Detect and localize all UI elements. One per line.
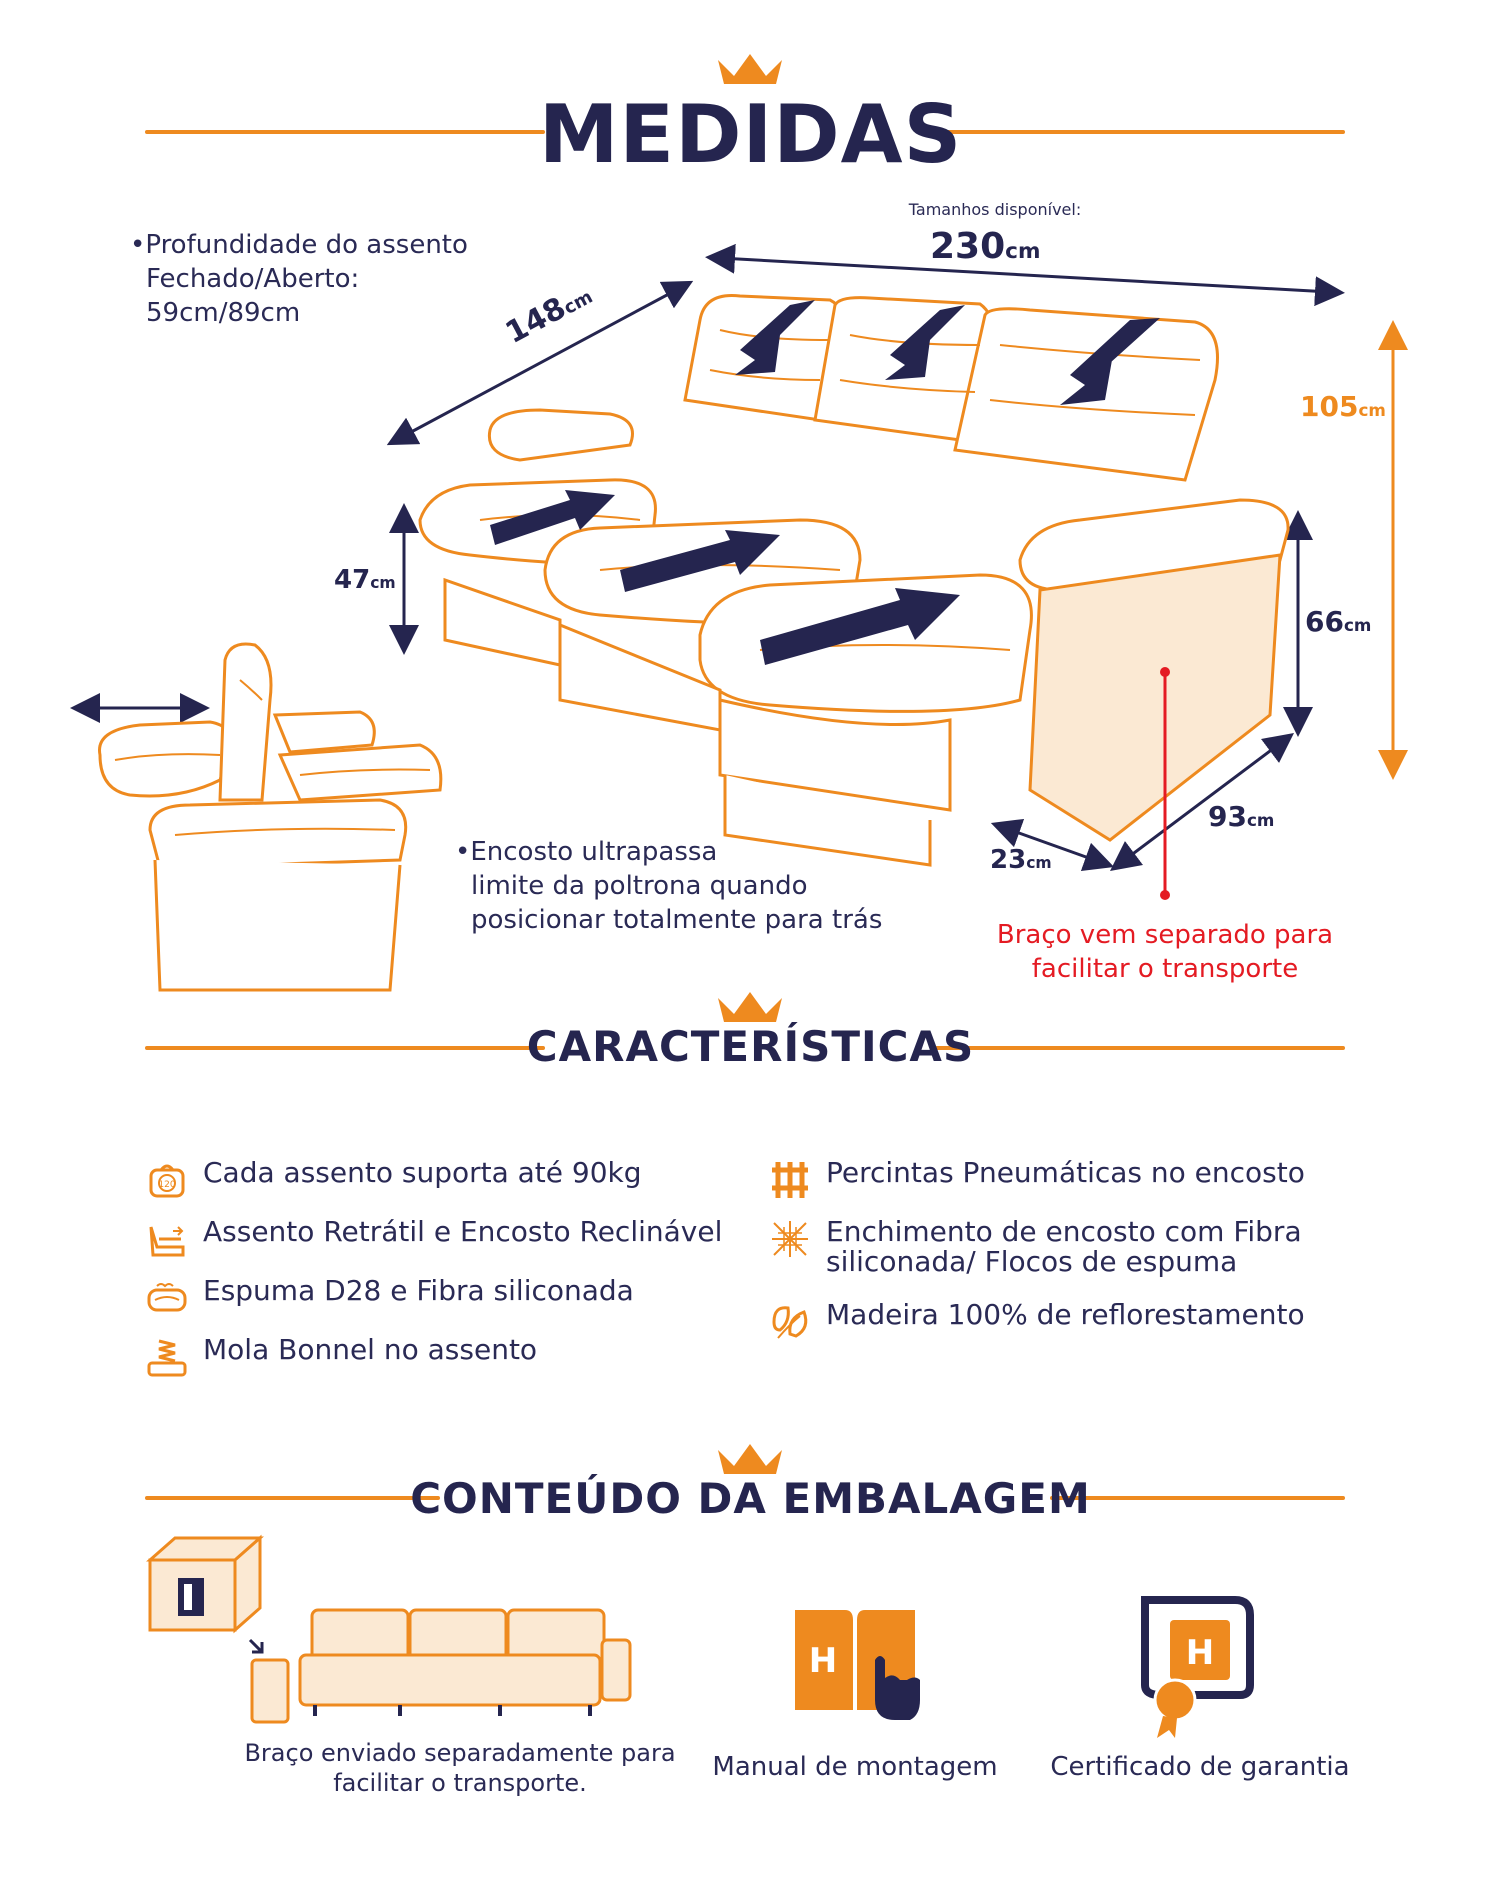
arm-height-unit: cm: [1343, 615, 1372, 635]
arm-note-dot-bottom: [1160, 890, 1170, 900]
leaf-icon: [772, 1306, 808, 1339]
feature-item: Percintas Pneumáticas no encosto: [768, 1158, 1305, 1202]
recliner-icon: [149, 1226, 185, 1257]
arm-depth-arrow: [1110, 733, 1294, 871]
package-item-arm-line1: Braço enviado separadamente para: [244, 1739, 676, 1767]
package-item-certificate: Certificado de garantia: [1050, 1752, 1350, 1782]
arm-height-dimension: 66cm: [1305, 605, 1371, 638]
backrest-note-line1: Encosto ultrapassa: [470, 837, 718, 867]
crown-icon: [718, 1444, 782, 1474]
height-value: 105: [1300, 390, 1359, 423]
feature-item: 120 Cada assento suporta até 90kg: [145, 1158, 642, 1202]
arm-depth-dimension: 93cm: [1208, 800, 1274, 833]
height-dimension: 105cm: [1300, 390, 1386, 423]
feature-item: Assento Retrátil e Encosto Reclinável: [145, 1217, 722, 1261]
arm-height-value: 66: [1305, 605, 1344, 638]
weight-badge-text: 120: [158, 1180, 175, 1190]
certificate-letter: H: [1186, 1633, 1214, 1673]
seat-depth-line1: Profundidade do assento: [145, 230, 468, 260]
depth-arrow: [386, 280, 694, 446]
arm-width-unit: cm: [1026, 854, 1052, 872]
seat-height-dimension: 47cm: [334, 565, 396, 595]
conteudo-rule-left: [145, 1496, 440, 1500]
backrest-note: •Encosto ultrapassa limite da poltrona q…: [455, 837, 883, 935]
sizes-label: Tamanhos disponível:: [908, 200, 1082, 219]
medidas-rule-right: [935, 130, 1345, 134]
caracteristicas-title: CARACTERÍSTICAS: [526, 1022, 975, 1071]
feature-item: Enchimento de encosto com Fibra silicona…: [768, 1217, 1448, 1277]
manual-letter: H: [809, 1641, 837, 1681]
conteudo-rule-right: [1050, 1496, 1345, 1500]
spring-icon: [147, 1339, 187, 1377]
arm-note-line1: Braço vem separado para: [996, 920, 1334, 950]
feature-label: Percintas Pneumáticas no encosto: [826, 1156, 1305, 1189]
arm-width-arrow: [990, 818, 1115, 872]
caracteristicas-rule-right: [935, 1046, 1345, 1050]
feature-label: Madeira 100% de reflorestamento: [826, 1298, 1305, 1331]
package-item-arm: Braço enviado separadamente para facilit…: [220, 1738, 700, 1798]
arm-separate-note: Braço vem separado para facilitar o tran…: [980, 918, 1350, 986]
sofa-dimensions-drawing: [70, 243, 1408, 992]
feature-label: Espuma D28 e Fibra siliconada: [203, 1274, 634, 1307]
arm-depth-value: 93: [1208, 800, 1247, 833]
medidas-title: MEDIDAS: [538, 88, 963, 181]
caracteristicas-rule-left: [145, 1046, 545, 1050]
manual-icon: H: [795, 1610, 920, 1720]
foam-icon: [147, 1283, 187, 1312]
crown-icon: [718, 992, 782, 1022]
small-arrow-icon: [248, 1638, 264, 1654]
seat-depth-line3: 59cm/89cm: [146, 298, 301, 328]
weight-120-icon: 120: [149, 1164, 185, 1198]
certificate-icon: H: [1141, 1596, 1254, 1738]
width-arrow: [705, 243, 1345, 307]
arm-note-dot-top: [1160, 667, 1170, 677]
backrest-note-line3: posicionar totalmente para trás: [471, 905, 883, 935]
arm-note-line2: facilitar o transporte: [1031, 954, 1299, 984]
feature-item: Madeira 100% de reflorestamento: [768, 1300, 1305, 1344]
straps-icon: [772, 1162, 808, 1198]
package-item-manual: Manual de montagem: [712, 1752, 998, 1782]
sofa-front-icon: [298, 1608, 632, 1716]
arm-width-dimension: 23cm: [990, 845, 1052, 875]
conteudo-title: CONTEÚDO DA EMBALAGEM: [410, 1474, 1091, 1523]
side-view-recliner: [98, 642, 443, 992]
seat-height-unit: cm: [370, 574, 396, 592]
seat-height-value: 47: [334, 565, 371, 595]
fiber-icon: [772, 1221, 808, 1257]
medidas-rule-left: [145, 130, 545, 134]
package-item-arm-line2: facilitar o transporte.: [333, 1769, 587, 1797]
separate-arm-icon: [250, 1658, 290, 1724]
motion-arrows: [490, 300, 1160, 665]
feature-item: Espuma D28 e Fibra siliconada: [145, 1276, 634, 1320]
feature-label: Mola Bonnel no assento: [203, 1333, 538, 1366]
feature-label: Cada assento suporta até 90kg: [203, 1156, 642, 1189]
seat-depth-note: •Profundidade do assento Fechado/Aberto:…: [130, 230, 468, 328]
arm-depth-unit: cm: [1246, 810, 1275, 830]
box-icon: [146, 1534, 264, 1634]
side-view-stitching: [114, 679, 431, 836]
feature-item: Mola Bonnel no assento: [145, 1335, 537, 1379]
height-unit: cm: [1358, 400, 1386, 420]
package-box-sofa-illustration: [146, 1534, 632, 1724]
backrest-note-line2: limite da poltrona quando: [471, 871, 808, 901]
arm-width-value: 23: [990, 845, 1027, 875]
seat-depth-line2: Fechado/Aberto:: [146, 264, 360, 294]
crown-icon: [718, 54, 782, 84]
feature-label: Enchimento de encosto com Fibra silicona…: [826, 1215, 1302, 1278]
feature-label: Assento Retrátil e Encosto Reclinável: [203, 1215, 723, 1248]
sofa-outline: [418, 294, 1290, 867]
